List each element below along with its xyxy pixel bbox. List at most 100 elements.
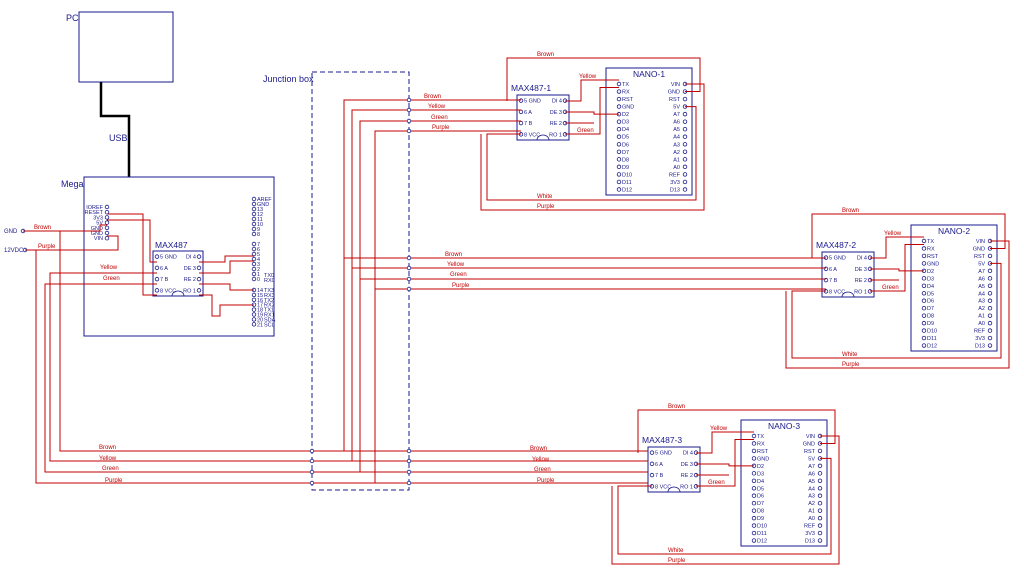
nano-pin-label: D4: [622, 127, 629, 133]
nano-pin-terminal: [817, 538, 823, 543]
nano-pin-label: D2: [757, 464, 764, 470]
wire-label-green: Green: [577, 128, 594, 134]
nano-pin-label: GND: [803, 441, 815, 447]
mega-pin-label: 3V3: [93, 215, 103, 221]
mega-pin-terminal: [251, 231, 257, 237]
mega-pin-label: RX0: [264, 278, 275, 284]
junction-terminal: [406, 107, 412, 113]
max487-pin-label: RO 1: [854, 289, 867, 295]
wire-local-rx: [870, 243, 924, 292]
mega-pin-label: TX1: [264, 308, 274, 314]
nano-pin-label: A6: [673, 120, 680, 126]
mega-pin-terminal: [251, 276, 257, 282]
junction-terminal: [406, 448, 412, 454]
mega-pin-terminal: [251, 271, 257, 277]
nano-pin-terminal: [817, 463, 823, 469]
max487-pin-terminal: [196, 276, 202, 282]
nano-pin-terminal: [751, 493, 757, 498]
max487-pin-label: 8 VCC: [160, 288, 176, 294]
nano-pin-label: D10: [622, 172, 632, 178]
nano-pin-terminal: [987, 276, 993, 281]
junction-terminal: [309, 458, 315, 464]
max487-pin-label: 8 VCC: [655, 484, 671, 490]
nano-pin-label: A4: [978, 291, 985, 297]
nano-pin-terminal: [817, 471, 823, 476]
wire-label-purple: Purple: [452, 283, 470, 289]
v12-input-label: 12VDC: [4, 248, 24, 254]
nano-pin-label: A6: [808, 471, 815, 477]
mega-pin-label: 0: [257, 277, 260, 283]
nano-pin-terminal: [751, 441, 757, 446]
nano-pin-label: D8: [622, 157, 629, 163]
nano-pin-terminal: [616, 134, 622, 139]
max487-main-box: [152, 250, 204, 297]
junction-terminal: [309, 448, 315, 454]
mega-pin-label: 19: [257, 313, 263, 319]
max487-main-title: MAX487: [155, 240, 188, 250]
nano-pin-terminal: [682, 157, 688, 162]
nano-pin-terminal: [987, 320, 993, 326]
usb-cable: USB: [99, 82, 131, 201]
nano-title: NANO-3: [768, 421, 800, 431]
nano-pin-terminal: [987, 253, 993, 259]
mega-pin-terminal: [251, 196, 257, 202]
max487-pin-label: DE 3: [184, 266, 196, 272]
mega-pin-terminal: [251, 307, 257, 312]
nano-pin-terminal: [921, 261, 927, 266]
max487-pin-label: 8 VCC: [829, 289, 845, 295]
nano-pin-terminal: [682, 164, 688, 170]
nano-pin-terminal: [987, 291, 993, 296]
mega-label: Mega: [61, 179, 84, 189]
mega-pin-label: GND: [257, 202, 269, 208]
usb-line: [99, 82, 131, 201]
nano-pin-label: REF: [669, 172, 681, 178]
nano-title: NANO-2: [938, 226, 970, 236]
max487-pin-label: 6 A: [829, 267, 837, 273]
nano-pin-terminal: [817, 486, 823, 491]
nano-pin-label: A3: [808, 494, 815, 500]
nano-pin-terminal: [987, 328, 993, 333]
nano-pin-terminal: [616, 164, 622, 170]
mega-pin-label: 18: [257, 308, 263, 314]
wire-label-yellow: Yellow: [100, 265, 118, 271]
max487-pin-terminal: [196, 288, 202, 293]
nano-pin-label: TX: [622, 82, 629, 88]
max487-pin-label: RE 2: [855, 278, 867, 284]
wire-label-green: Green: [534, 467, 551, 473]
junction-box-label: Junction box: [263, 74, 314, 84]
wire-label-brown: Brown: [530, 446, 547, 452]
wire-m1-green: [359, 120, 521, 472]
wire-m1-purple: [374, 130, 521, 483]
mega-pin-terminal: [251, 211, 257, 217]
nano-title: NANO-1: [633, 69, 665, 79]
nano-pin-label: A1: [808, 509, 815, 515]
mega-pin-label: GND: [91, 226, 103, 232]
mega-pin-label: TX3: [264, 288, 274, 294]
wire-label-brown: Brown: [842, 208, 859, 214]
nano-pin-terminal: [616, 157, 622, 162]
nano-pin-terminal: [921, 276, 927, 281]
nano-pin-label: D3: [757, 471, 764, 477]
mega-pin-terminal: [251, 226, 257, 232]
mega-pin-terminal: [104, 230, 110, 236]
nano-pin-terminal: [817, 530, 823, 536]
mega-pin-terminal: [104, 204, 110, 210]
nano-pin-label: A2: [673, 150, 680, 156]
junction-terminal: [406, 97, 412, 103]
nano-pin-label: RX: [927, 246, 935, 252]
nano-pin-terminal: [987, 335, 993, 341]
wire-mega-de: [199, 260, 254, 274]
nano-pin-label: D5: [622, 135, 629, 141]
nano-pin-label: RST: [757, 449, 769, 455]
nano-pin-terminal: [751, 433, 757, 439]
wire-local-brown: [506, 57, 701, 101]
mega-pin-terminal: [251, 246, 257, 252]
mega-pin-label: 1: [257, 272, 260, 278]
nano-pin-label: REF: [974, 329, 986, 335]
usb-label: USB: [109, 133, 128, 143]
wire-label-yellow: Yellow: [428, 104, 446, 110]
